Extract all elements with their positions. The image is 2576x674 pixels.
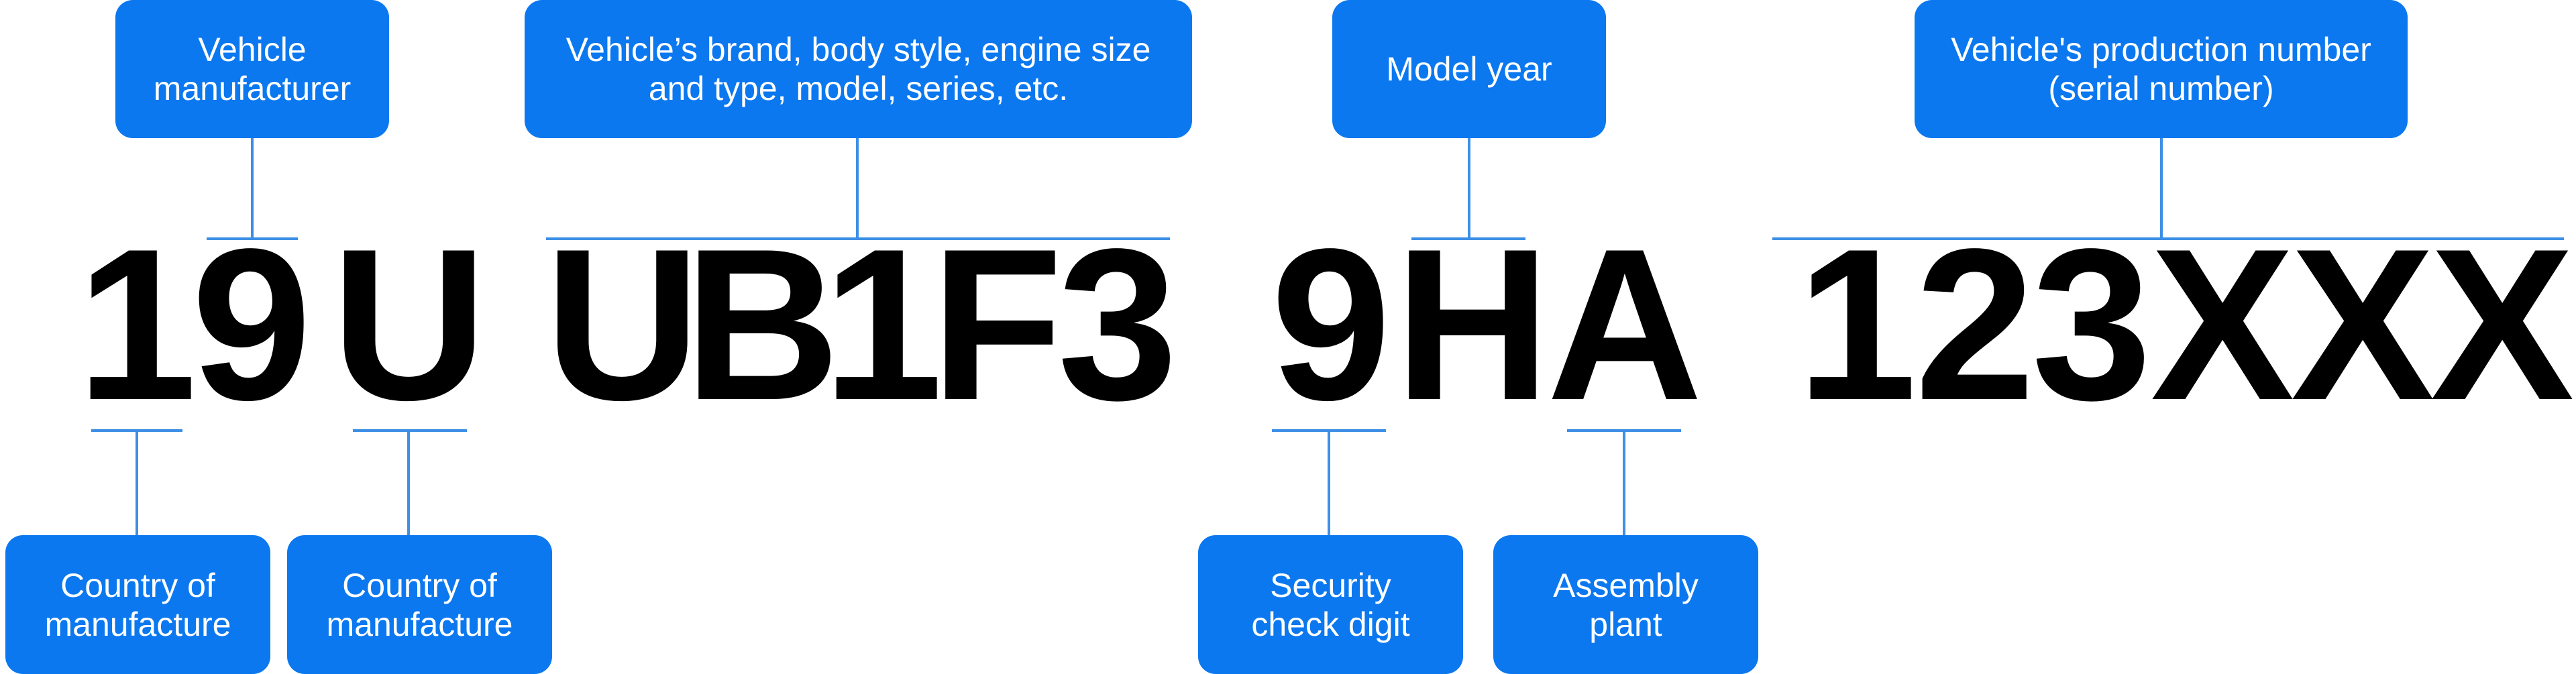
connector-production-stem bbox=[2160, 138, 2163, 239]
country-of-manufacture-box-1: Country of manufacture bbox=[5, 535, 270, 674]
production-number-label: Vehicle's production number (serial numb… bbox=[1951, 31, 2371, 107]
vehicle-attributes-label: Vehicle’s brand, body style, engine size… bbox=[566, 31, 1151, 107]
vehicle-manufacturer-box: Vehicle manufacturer bbox=[115, 0, 389, 138]
vehicle-attributes-box: Vehicle’s brand, body style, engine size… bbox=[525, 0, 1192, 138]
connector-production-bracket bbox=[1772, 237, 2564, 240]
assembly-plant-box: Assembly plant bbox=[1493, 535, 1758, 674]
country-of-manufacture-label-2: Country of manufacture bbox=[326, 566, 513, 643]
connector-country-1-stem bbox=[136, 429, 138, 535]
vin-group-check-year-plant: 9 H A bbox=[1271, 205, 1703, 445]
country-of-manufacture-label-1: Country of manufacture bbox=[44, 566, 231, 643]
connector-manufacturer-stem bbox=[251, 138, 254, 239]
connector-attributes-bracket bbox=[546, 237, 1170, 240]
vin-group-wmi: 1 9 U bbox=[76, 205, 488, 445]
connector-attributes-stem bbox=[856, 138, 859, 239]
vin-group-vds: U B 1 F 3 bbox=[544, 205, 1178, 445]
connector-security-stem bbox=[1328, 429, 1330, 535]
connector-country-2-stem bbox=[407, 429, 410, 535]
connector-assembly-stem bbox=[1623, 429, 1625, 535]
vin-group-serial: 1 2 3 X X X bbox=[1796, 205, 2575, 445]
connector-model-year-stem bbox=[1468, 138, 1470, 239]
model-year-box: Model year bbox=[1332, 0, 1606, 138]
vehicle-manufacturer-label: Vehicle manufacturer bbox=[153, 31, 352, 107]
country-of-manufacture-box-2: Country of manufacture bbox=[287, 535, 552, 674]
assembly-plant-label: Assembly plant bbox=[1553, 566, 1699, 643]
model-year-label: Model year bbox=[1386, 50, 1552, 88]
production-number-box: Vehicle's production number (serial numb… bbox=[1915, 0, 2408, 138]
security-check-digit-box: Security check digit bbox=[1198, 535, 1463, 674]
connector-model-year-bracket bbox=[1411, 237, 1525, 240]
connector-manufacturer-bracket bbox=[207, 237, 298, 240]
connector-country-2-bracket bbox=[353, 429, 467, 432]
security-check-digit-label: Security check digit bbox=[1251, 566, 1410, 643]
